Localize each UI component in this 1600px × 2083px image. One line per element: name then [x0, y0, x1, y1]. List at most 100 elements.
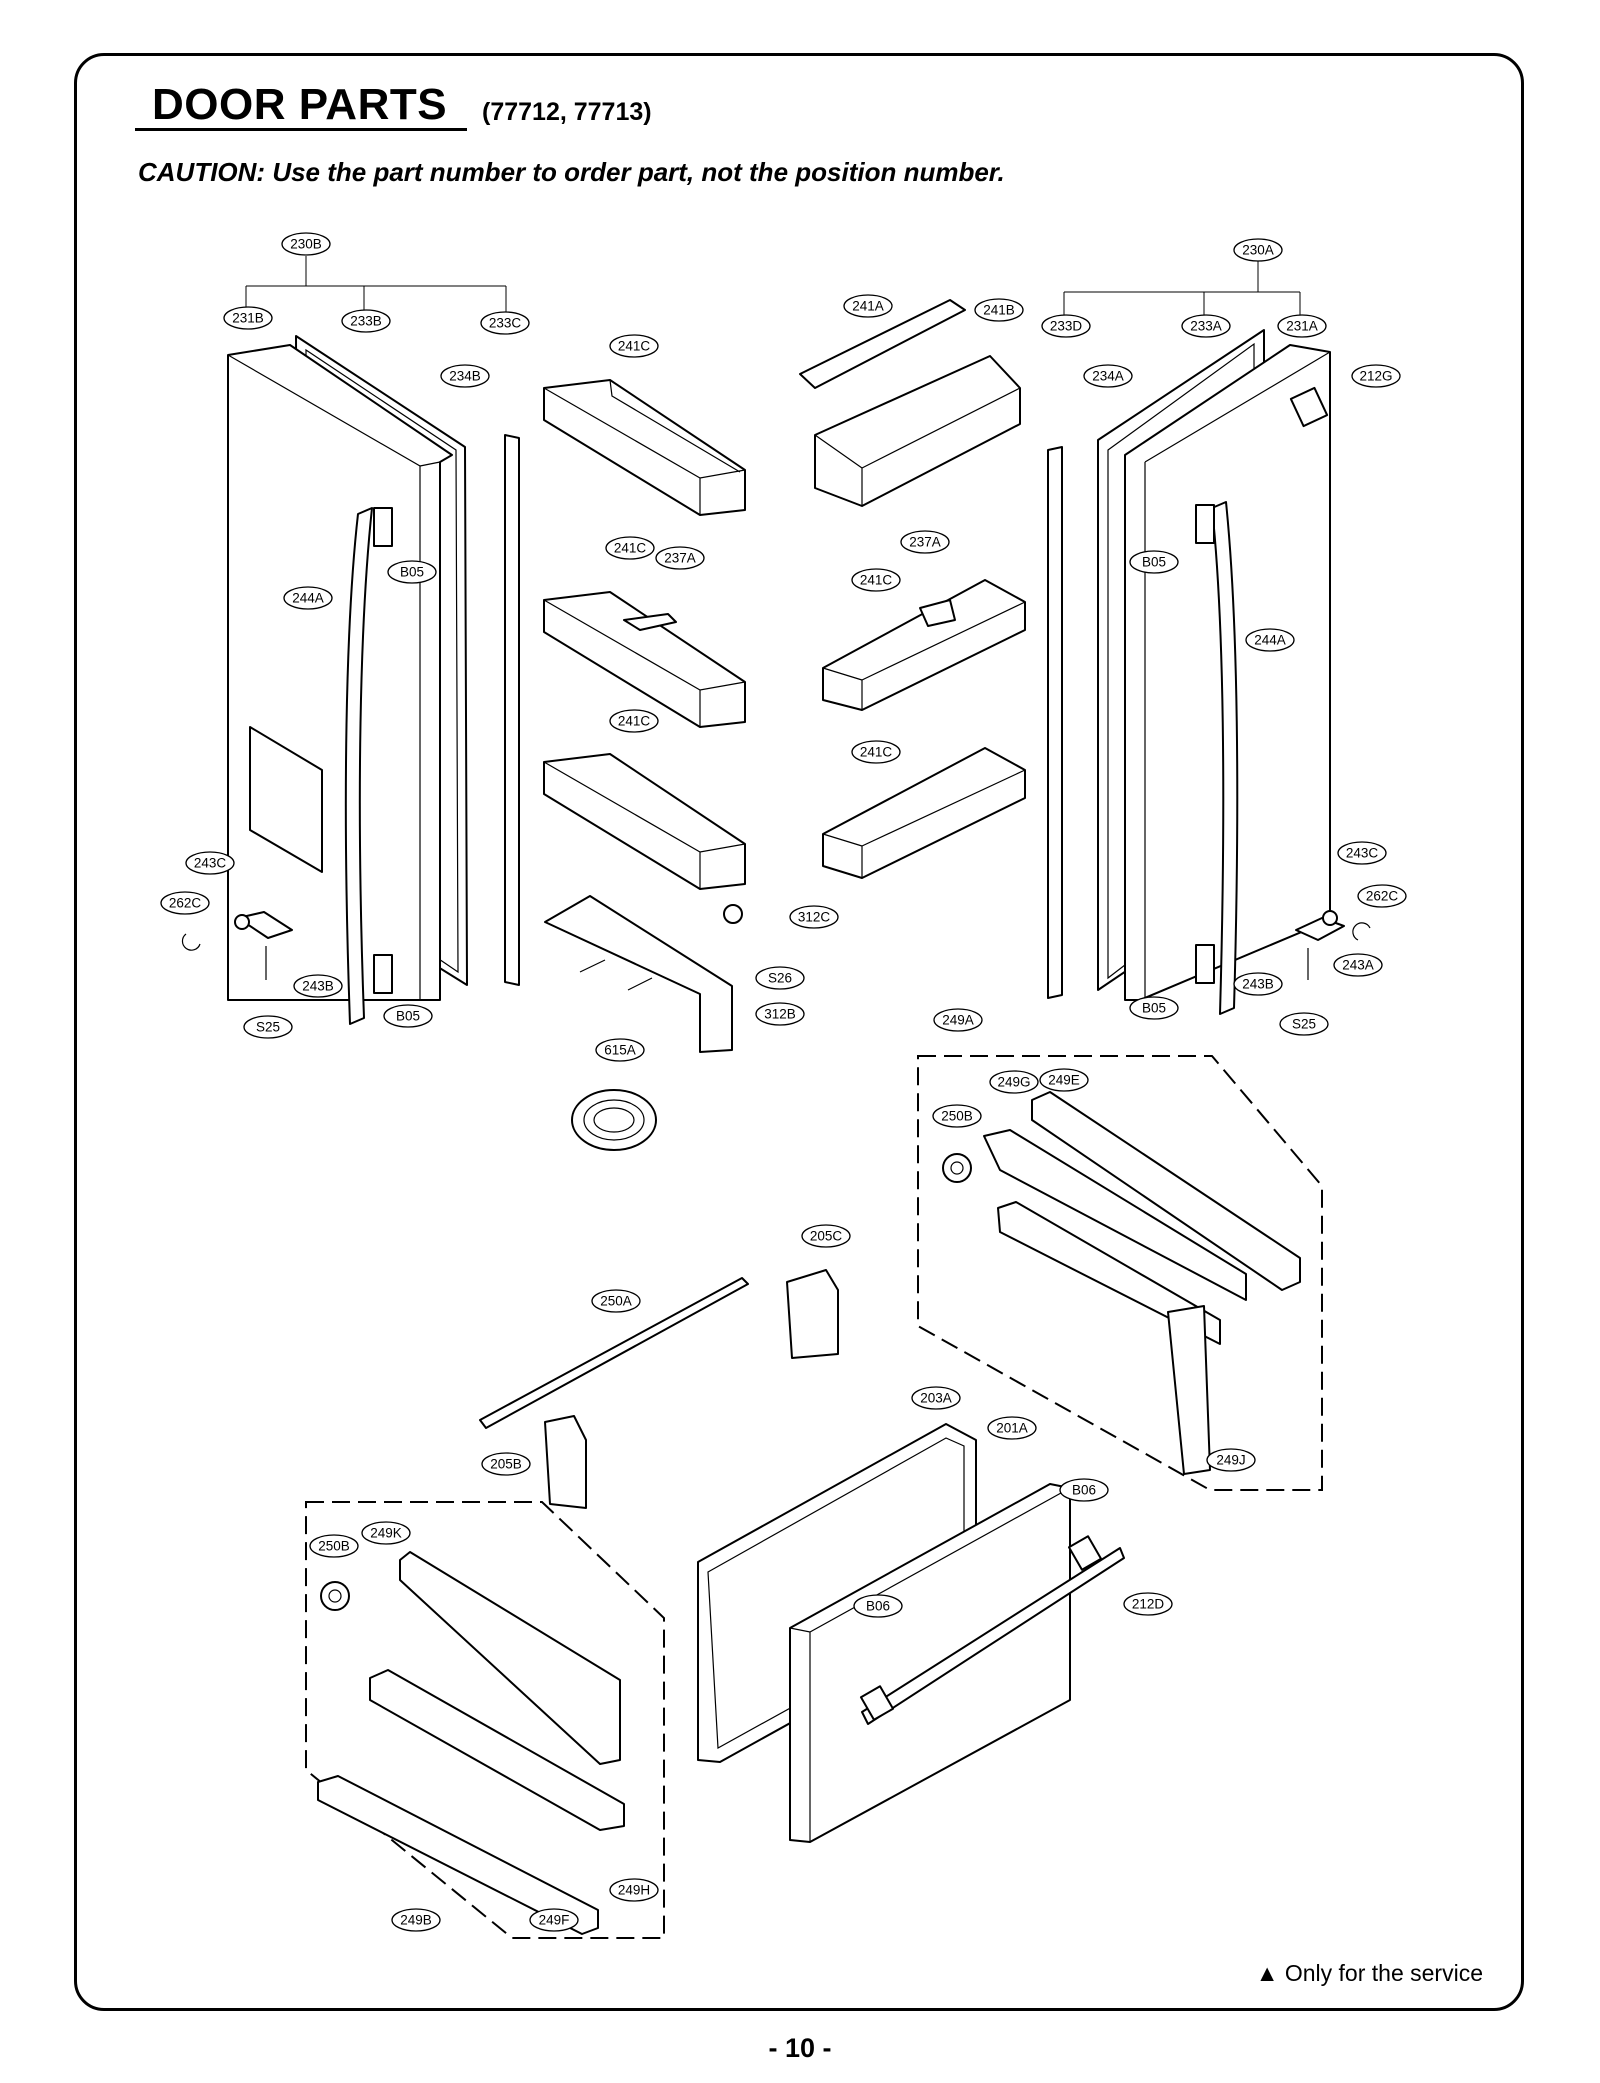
callout-243b: 243B: [293, 974, 343, 998]
callout-262c: 262C: [1357, 884, 1407, 908]
callout-249k: 249K: [361, 1521, 411, 1545]
rail-kit-249A: [917, 1055, 1323, 1491]
door-bins: [543, 299, 1026, 1151]
callout-250a: 250A: [591, 1289, 641, 1313]
right-door-handle: [1211, 501, 1239, 1015]
callout-241b: 241B: [974, 298, 1024, 322]
callout-203a: 203A: [911, 1386, 961, 1410]
callout-text: B05: [1142, 555, 1166, 570]
left-handle-mount-bottom: [373, 954, 393, 994]
callout-text: 312C: [798, 910, 831, 925]
callout-text: 249E: [1048, 1073, 1080, 1088]
callout-249g: 249G: [989, 1070, 1039, 1094]
title-underline: [135, 128, 467, 131]
callout-text: 241C: [618, 714, 651, 729]
callout-231a: 231A: [1277, 314, 1327, 338]
callout-text: 241B: [983, 303, 1015, 318]
callout-205c: 205C: [801, 1224, 851, 1248]
callout-241a: 241A: [843, 294, 893, 318]
bin-divider-right: [919, 599, 956, 627]
callout-text: 241C: [860, 573, 893, 588]
callout-text: 230A: [1242, 243, 1274, 258]
left-hinge-pin: [234, 914, 250, 930]
callout-237a: 237A: [655, 546, 705, 570]
callout-212g: 212G: [1351, 364, 1401, 388]
callout-text: 230B: [290, 237, 322, 252]
left-handle-mount-top: [373, 507, 393, 547]
callout-241c: 241C: [609, 709, 659, 733]
handle-mount-lower: [859, 1685, 895, 1721]
callout-text: 212D: [1132, 1597, 1165, 1612]
callout-241c: 241C: [851, 740, 901, 764]
callout-text: 249J: [1216, 1453, 1245, 1468]
callout-text: 201A: [996, 1421, 1028, 1436]
callout-233b: 233B: [341, 309, 391, 333]
callout-text: 212G: [1359, 369, 1392, 384]
callout-text: 249H: [618, 1883, 650, 1898]
callout-text: 237A: [909, 535, 941, 550]
ice-chute-cover: [544, 895, 733, 1053]
callout-text: 203A: [920, 1391, 952, 1406]
callout-text: 234A: [1092, 369, 1124, 384]
callout-249b: 249B: [391, 1908, 441, 1932]
gear-250B-left: [320, 1581, 350, 1611]
right-door-gasket-strip: [1047, 446, 1063, 999]
left-door-panel: [227, 344, 453, 1001]
service-note: ▲ Only for the service: [1255, 1960, 1483, 1986]
callout-text: 233D: [1050, 319, 1083, 334]
callout-241c: 241C: [851, 568, 901, 592]
right-hinge-pin: [1322, 910, 1338, 926]
callout-text: 231B: [232, 311, 264, 326]
callout-615a: 615A: [595, 1038, 645, 1062]
callout-244a: 244A: [283, 586, 333, 610]
callout-text: B05: [1142, 1001, 1166, 1016]
right-handle-mount-bottom: [1195, 944, 1215, 984]
section-title: DOOR PARTS: [152, 80, 448, 129]
callout-text: B06: [1072, 1483, 1096, 1498]
rail-249G: [983, 1129, 1247, 1301]
dairy-bin-body: [814, 355, 1021, 507]
callout-text: 205B: [490, 1457, 522, 1472]
callout-233a: 233A: [1181, 314, 1231, 338]
callout-233d: 233D: [1041, 314, 1091, 338]
callout-s25: S25: [243, 1015, 293, 1039]
left-door-display-window: [249, 726, 323, 873]
callout-205b: 205B: [481, 1452, 531, 1476]
heater-wire-coil: [571, 1089, 657, 1151]
left-door-assembly: [181, 256, 520, 1025]
model-numbers: (77712, 77713): [482, 98, 652, 126]
callout-text: B05: [400, 565, 424, 580]
callout-text: 262C: [1366, 889, 1399, 904]
right-handle-mount-top: [1195, 504, 1215, 544]
callout-s26: S26: [755, 966, 805, 990]
callout-249a: 249A: [933, 1008, 983, 1032]
bin-divider-left: [623, 613, 677, 631]
callout-text: 205C: [810, 1229, 843, 1244]
callout-text: 237A: [664, 551, 696, 566]
callout-text: 243C: [1346, 846, 1379, 861]
callout-312c: 312C: [789, 905, 839, 929]
callout-text: 244A: [1254, 633, 1286, 648]
callout-text: 249F: [539, 1913, 570, 1928]
callout-b06: B06: [853, 1594, 903, 1618]
callout-249j: 249J: [1206, 1448, 1256, 1472]
rail-249J: [1167, 1305, 1211, 1475]
caution-note: CAUTION: Use the part number to order pa…: [138, 157, 1005, 187]
callout-text: B05: [396, 1009, 420, 1024]
callout-249e: 249E: [1039, 1068, 1089, 1092]
left-door-handle: [344, 507, 373, 1025]
callout-230b: 230B: [281, 232, 331, 256]
callout-s25: S25: [1279, 1012, 1329, 1036]
callout-b05: B05: [383, 1004, 433, 1028]
callout-231b: 231B: [223, 306, 273, 330]
callout-243c: 243C: [1337, 841, 1387, 865]
callout-text: 250A: [600, 1294, 632, 1309]
callout-243b: 243B: [1233, 972, 1283, 996]
left-lower-hinge: [237, 911, 293, 939]
callout-b05: B05: [1129, 996, 1179, 1020]
rail-249F: [317, 1775, 599, 1935]
callout-250b: 250B: [309, 1534, 359, 1558]
callout-249h: 249H: [609, 1878, 659, 1902]
rail-249E: [1031, 1091, 1301, 1291]
